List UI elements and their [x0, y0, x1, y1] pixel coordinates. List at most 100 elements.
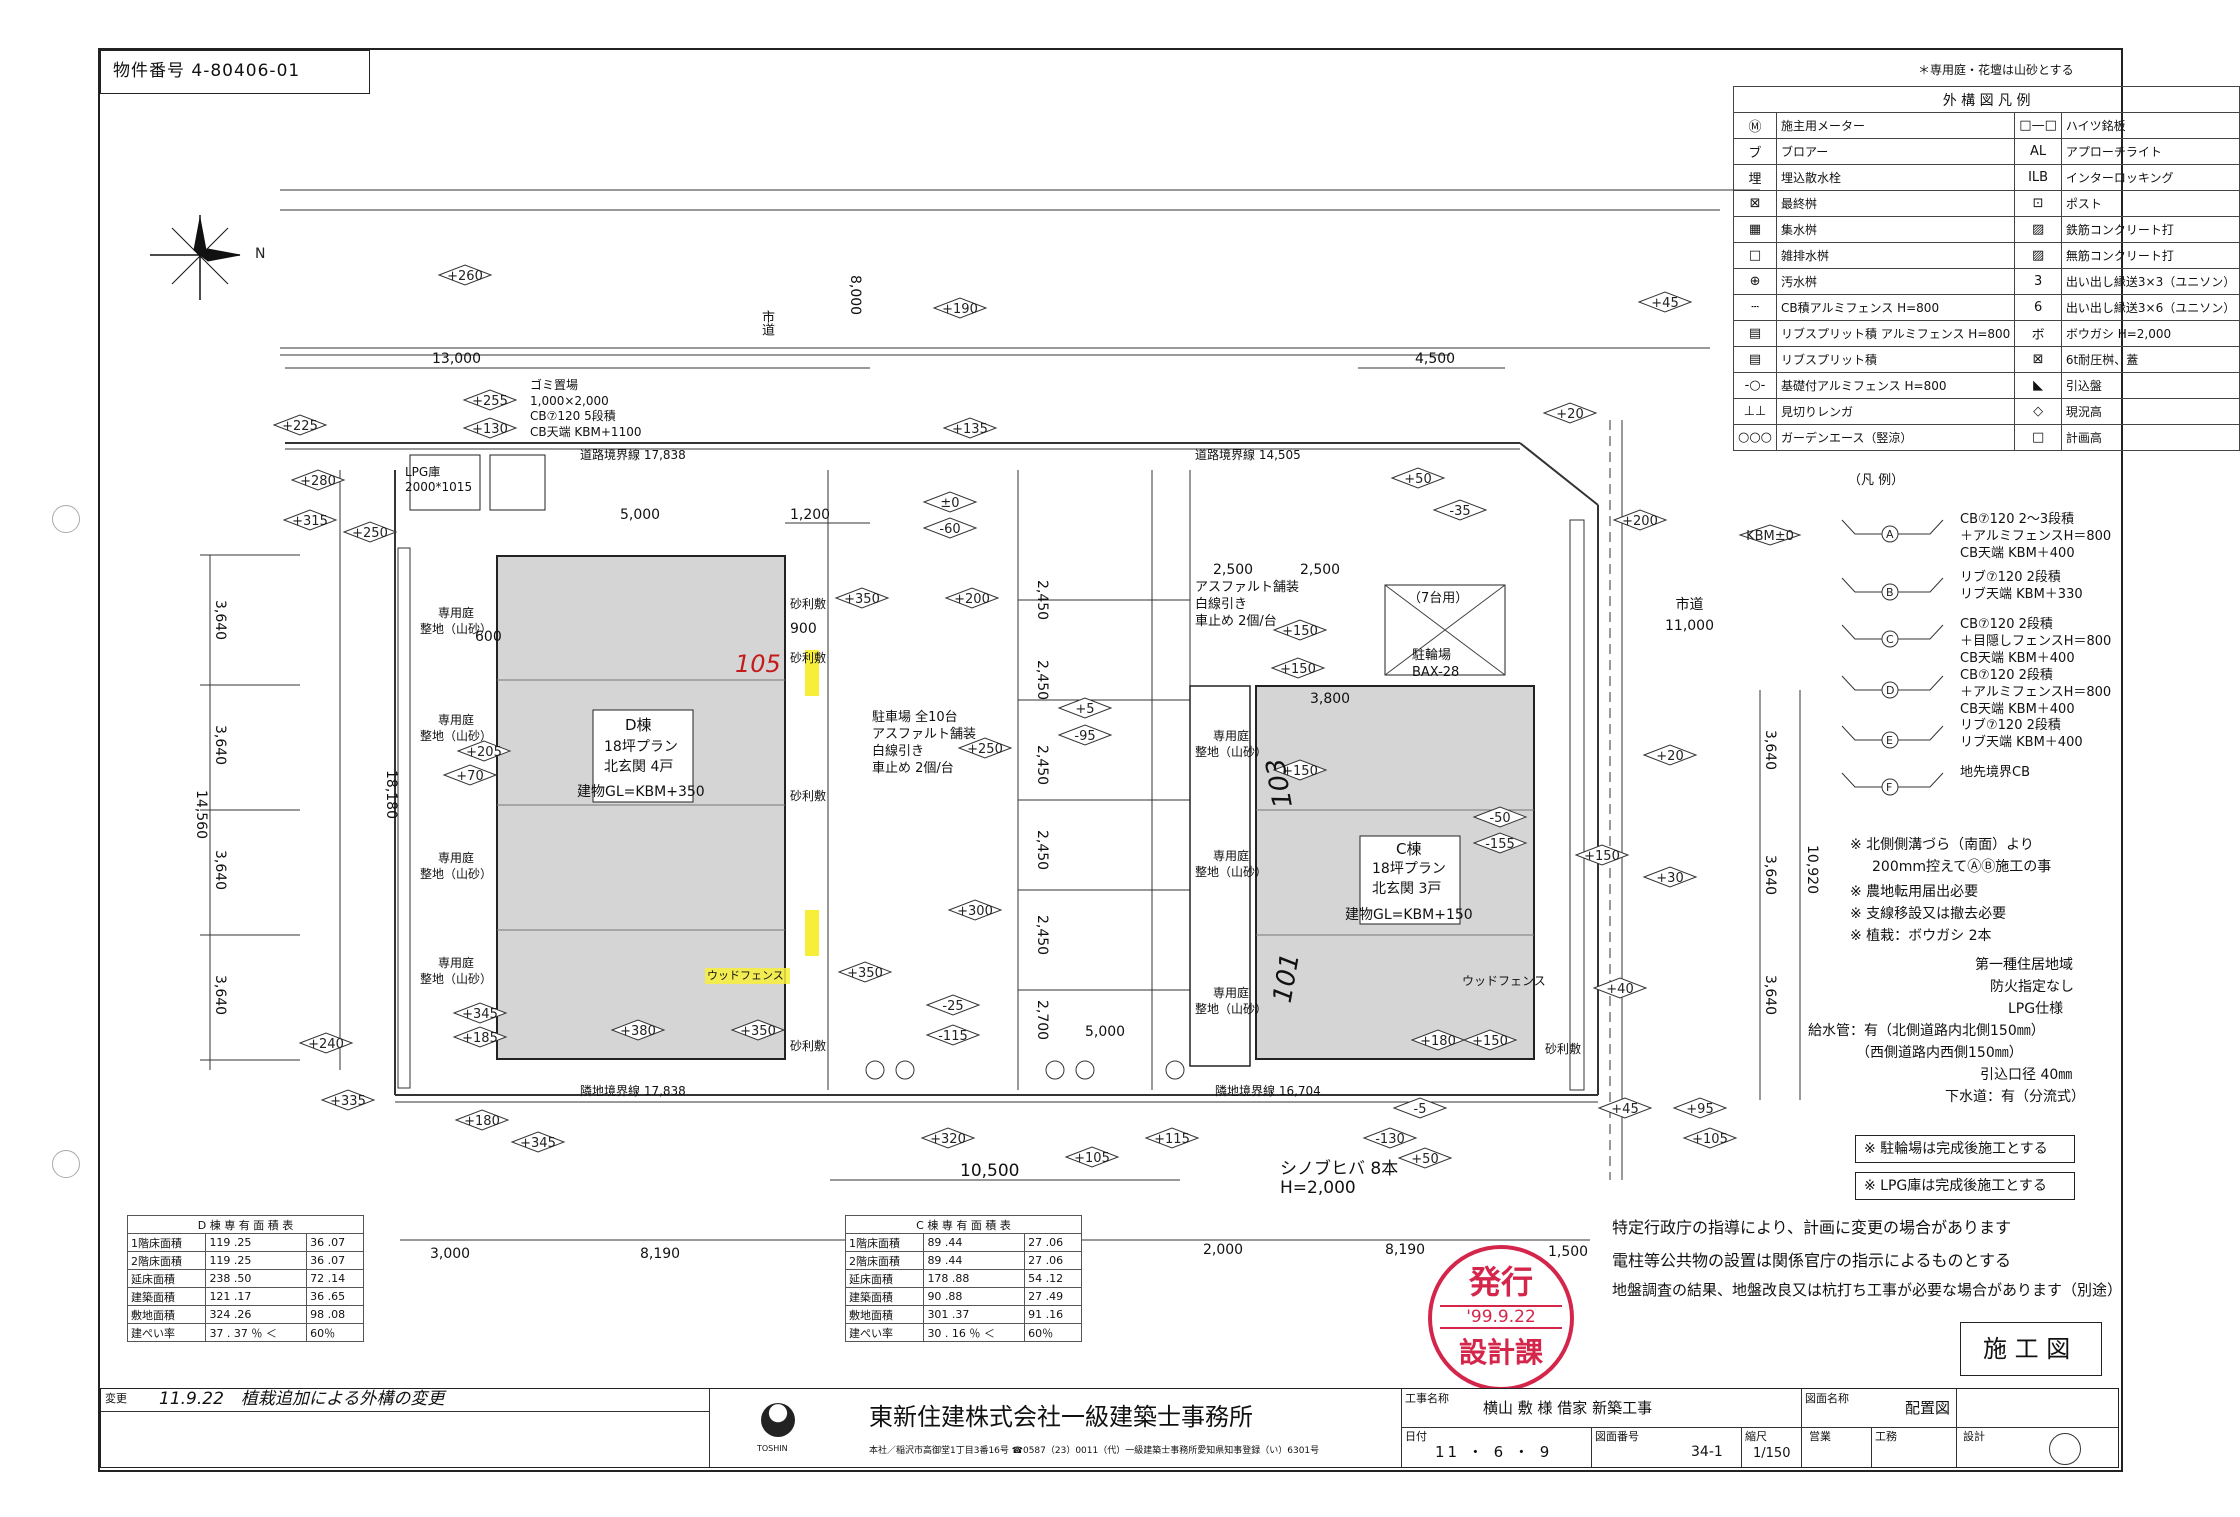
- level-marker: +105: [1682, 1127, 1738, 1149]
- level-marker: -5: [1392, 1097, 1448, 1119]
- wall-legend-text: CB⑦120 2段積 ＋目隠しフェンスH＝800 CB天端 KBM＋400: [1960, 617, 2112, 666]
- water-2: （西側道路内西側150㎜）: [1856, 1045, 2023, 1061]
- level-value: +150: [1280, 662, 1316, 677]
- handwritten-103: 103: [1260, 755, 1299, 811]
- area-cell: 91 .16: [1024, 1305, 1082, 1324]
- wood-fence-d: ウッドフェンス: [707, 969, 784, 982]
- dim-1200: 1,200: [790, 507, 831, 523]
- garden-label-2: 専用庭 整地（山砂）: [420, 713, 493, 744]
- level-value: +300: [957, 904, 993, 919]
- bottom-note-1: 特定行政庁の指導により、計画に変更の場合があります: [1612, 1218, 2012, 1237]
- drawing-name-label: 図面名称: [1805, 1392, 1849, 1405]
- planting-note: シノブヒバ 8本 H=2,000: [1280, 1159, 1399, 1198]
- level-marker: +250: [957, 737, 1013, 759]
- level-value: +180: [1420, 1034, 1456, 1049]
- wall-id-label: B: [1886, 586, 1894, 599]
- zone-3: LPG仕様: [2008, 1001, 2064, 1017]
- area-cell: 37 . 37 ％ ＜: [205, 1323, 308, 1342]
- level-value: +180: [464, 1114, 500, 1129]
- dim-600: 600: [475, 629, 502, 645]
- note-1: ※ 北側側溝づら（南面）より: [1850, 837, 2034, 853]
- note-box-1: ※ 駐輪場は完成後施工とする: [1855, 1135, 2075, 1163]
- level-value: -95: [1074, 729, 1095, 744]
- dim-2450-e: 2,450: [1034, 915, 1050, 956]
- level-value: +350: [847, 966, 883, 981]
- legend-label: 鉄筋コンクリート打: [2060, 216, 2240, 243]
- level-marker: +45: [1597, 1097, 1653, 1119]
- level-marker: ±0: [922, 491, 978, 513]
- dim-14560: 14,560: [193, 790, 209, 839]
- garden-label-7: 専用庭 整地（山砂）: [1195, 986, 1268, 1017]
- area-cell: 敷地面積: [844, 1305, 925, 1324]
- level-value: -115: [938, 1029, 968, 1044]
- parking-note: 駐車場 全10台 アスファルト舗装 白線引き 車止め 2個/台: [872, 710, 977, 776]
- wall-id-icon: [1881, 681, 1899, 699]
- level-marker: +180: [454, 1109, 510, 1131]
- area-cell: 121 .17: [205, 1287, 308, 1306]
- bicycle-box-label: 駐輪場 BAX-28: [1412, 648, 1460, 680]
- area-cell: 54 .12: [1024, 1269, 1082, 1288]
- dim-10500: 10,500: [960, 1161, 1020, 1181]
- level-value: +150: [1282, 764, 1318, 779]
- dim-2450-b: 2,450: [1034, 660, 1050, 701]
- wall-id-icon: [1881, 731, 1899, 749]
- legend-row: ○○○ガーデンエース（竪涼）□計画高: [1732, 424, 2240, 451]
- level-value: +350: [844, 592, 880, 607]
- level-value: +205: [466, 745, 502, 760]
- building-d-gl: 建物GL=KBM+350: [577, 784, 705, 800]
- dim-8190-a: 8,190: [640, 1246, 681, 1262]
- wall-id-icon: [1881, 630, 1899, 648]
- level-marker: +135: [942, 417, 998, 439]
- property-number-box: 物件番号 4-80406-01: [100, 50, 370, 94]
- north-arrow-icon: [150, 215, 241, 300]
- binder-hole-icon: [52, 505, 80, 533]
- level-value: +150: [1472, 1034, 1508, 1049]
- area-cell: 2階床面積: [126, 1251, 207, 1270]
- level-marker: +260: [437, 264, 493, 286]
- company-address: 本社／稲沢市高御堂1丁目3番16号 ☎0587（23）0011（代）一級建築士事…: [869, 1446, 1320, 1456]
- level-marker: +320: [920, 1127, 976, 1149]
- level-value: +315: [292, 514, 328, 529]
- work-name: 横山 敷 様 借家 新築工事: [1483, 1399, 1653, 1417]
- wall-id-label: C: [1886, 633, 1894, 646]
- level-value: +335: [330, 1094, 366, 1109]
- bicycle-label: （7台用）: [1408, 591, 1469, 606]
- level-marker: +225: [272, 414, 328, 436]
- level-value: +150: [1584, 849, 1620, 864]
- dim-2500-a: 2,500: [1213, 562, 1254, 578]
- note-2: ※ 農地転用届出必要: [1850, 884, 1979, 900]
- level-marker: +50: [1397, 1147, 1453, 1169]
- wall-id-label: F: [1886, 781, 1892, 794]
- level-marker: -50: [1472, 806, 1528, 828]
- water-1: 給水管：有（北側道路内北側150㎜）: [1808, 1023, 2045, 1039]
- area-cell: 2階床面積: [844, 1251, 925, 1270]
- south-boundary-2: 隣地境界線 16,704: [1215, 1084, 1321, 1098]
- area-cell: 建ぺい率: [126, 1323, 207, 1342]
- dim-3800: 3,800: [1310, 691, 1351, 707]
- drawing-sheet: [98, 48, 2123, 1472]
- gravel-label-4: 砂利敷: [790, 1039, 827, 1053]
- level-marker: +345: [510, 1131, 566, 1153]
- drawing-type-box: 施 工 図: [1960, 1322, 2102, 1376]
- legend-row: ▤リブスプリット積⊠6t耐圧桝、蓋: [1732, 346, 2240, 373]
- level-value: +190: [942, 302, 978, 317]
- level-marker: +150: [1272, 759, 1328, 781]
- area-cell: 119 .25: [205, 1233, 308, 1252]
- area-cell: 延床面積: [126, 1269, 207, 1288]
- level-marker: -35: [1432, 499, 1488, 521]
- building-d-type: 北玄関 4戸: [604, 759, 674, 775]
- level-marker: +300: [947, 899, 1003, 921]
- date-label: 日付: [1405, 1430, 1427, 1443]
- level-value: +105: [1074, 1151, 1110, 1166]
- gravel-label-1: 砂利敷: [790, 597, 827, 611]
- level-marker: +315: [282, 509, 338, 531]
